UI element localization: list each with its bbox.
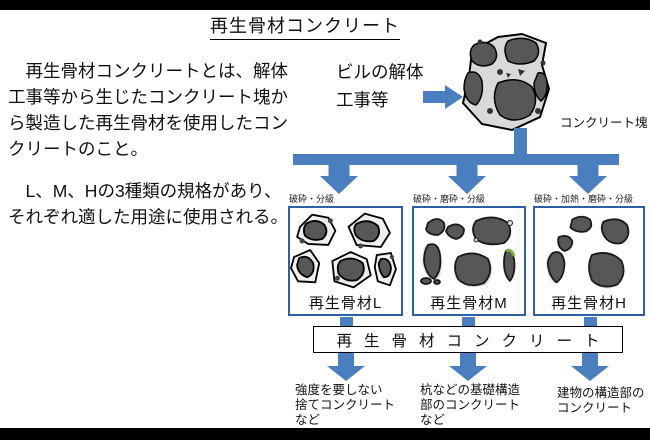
use-label-h: 建物の構造部の コンクリート <box>557 386 645 415</box>
intro-paragraph-1: 再生骨材コンクリートとは、解体 工事等から生じたコンクリート塊か ら製造した再生… <box>8 61 288 159</box>
process-label-l: 破砕・分級 <box>289 194 335 204</box>
down-arrow-icon-h <box>571 353 609 381</box>
product-label: 再生骨材コンクリート <box>336 332 612 350</box>
aggregate-box-l: 再生骨材L <box>288 206 403 316</box>
aggregate-box-m: 再生骨材M <box>412 206 526 316</box>
aggregate-box-h: 再生骨材H <box>533 206 645 316</box>
process-label-m: 破砕・磨砕・分級 <box>413 194 486 204</box>
source-label: ビルの解体 工事等 <box>336 62 424 110</box>
arrow-right-icon <box>423 85 463 109</box>
page-title: 再生骨材コンクリート <box>210 12 400 40</box>
chunk-label: コンクリート塊 <box>560 116 648 130</box>
connector-bar-h <box>584 317 597 327</box>
flow-split-arrows-icon <box>293 128 619 194</box>
process-label-h: 破砕・加熱・磨砕・分級 <box>534 194 634 204</box>
aggregate-label-m: 再生骨材M <box>430 295 508 312</box>
aggregate-l-illustration <box>290 212 397 289</box>
down-arrow-icon-m <box>449 353 487 381</box>
product-box: 再生骨材コンクリート <box>313 326 623 353</box>
concrete-chunk-illustration <box>461 32 551 132</box>
connector-bar-m <box>462 317 475 327</box>
intro-paragraph-2: L、M、Hの3種類の規格があり、 それぞれ適した用途に使用される。 <box>8 181 288 227</box>
document-canvas: 再生骨材コンクリート 再生骨材コンクリートとは、解体 工事等から生じたコンクリー… <box>0 10 650 428</box>
connector-bar-l <box>340 317 353 327</box>
down-arrow-icon-l <box>327 353 365 381</box>
aggregate-h-illustration <box>545 215 630 289</box>
aggregate-label-l: 再生骨材L <box>308 295 383 312</box>
use-label-m: 杭などの基礎構造 部のコンクリート など <box>420 383 521 427</box>
use-label-l: 強度を要しない 捨てコンクリート など <box>295 383 396 427</box>
aggregate-m-illustration <box>420 216 516 288</box>
aggregate-label-h: 再生骨材H <box>551 295 627 312</box>
